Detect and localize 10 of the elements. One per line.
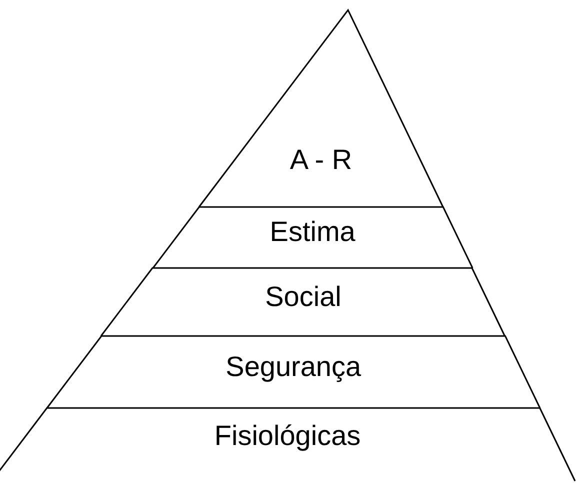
pyramid-level	[198, 10, 443, 207]
pyramid-level	[0, 408, 576, 481]
level-label: Estima	[268, 215, 356, 249]
level-label: Segurança	[224, 350, 362, 384]
pyramid-level	[152, 207, 472, 268]
level-label: Social	[264, 280, 342, 314]
level-label: A - R	[288, 143, 354, 177]
pyramid-level	[46, 336, 540, 408]
level-label: Fisiológicas	[213, 419, 362, 453]
pyramid-level	[101, 268, 506, 336]
